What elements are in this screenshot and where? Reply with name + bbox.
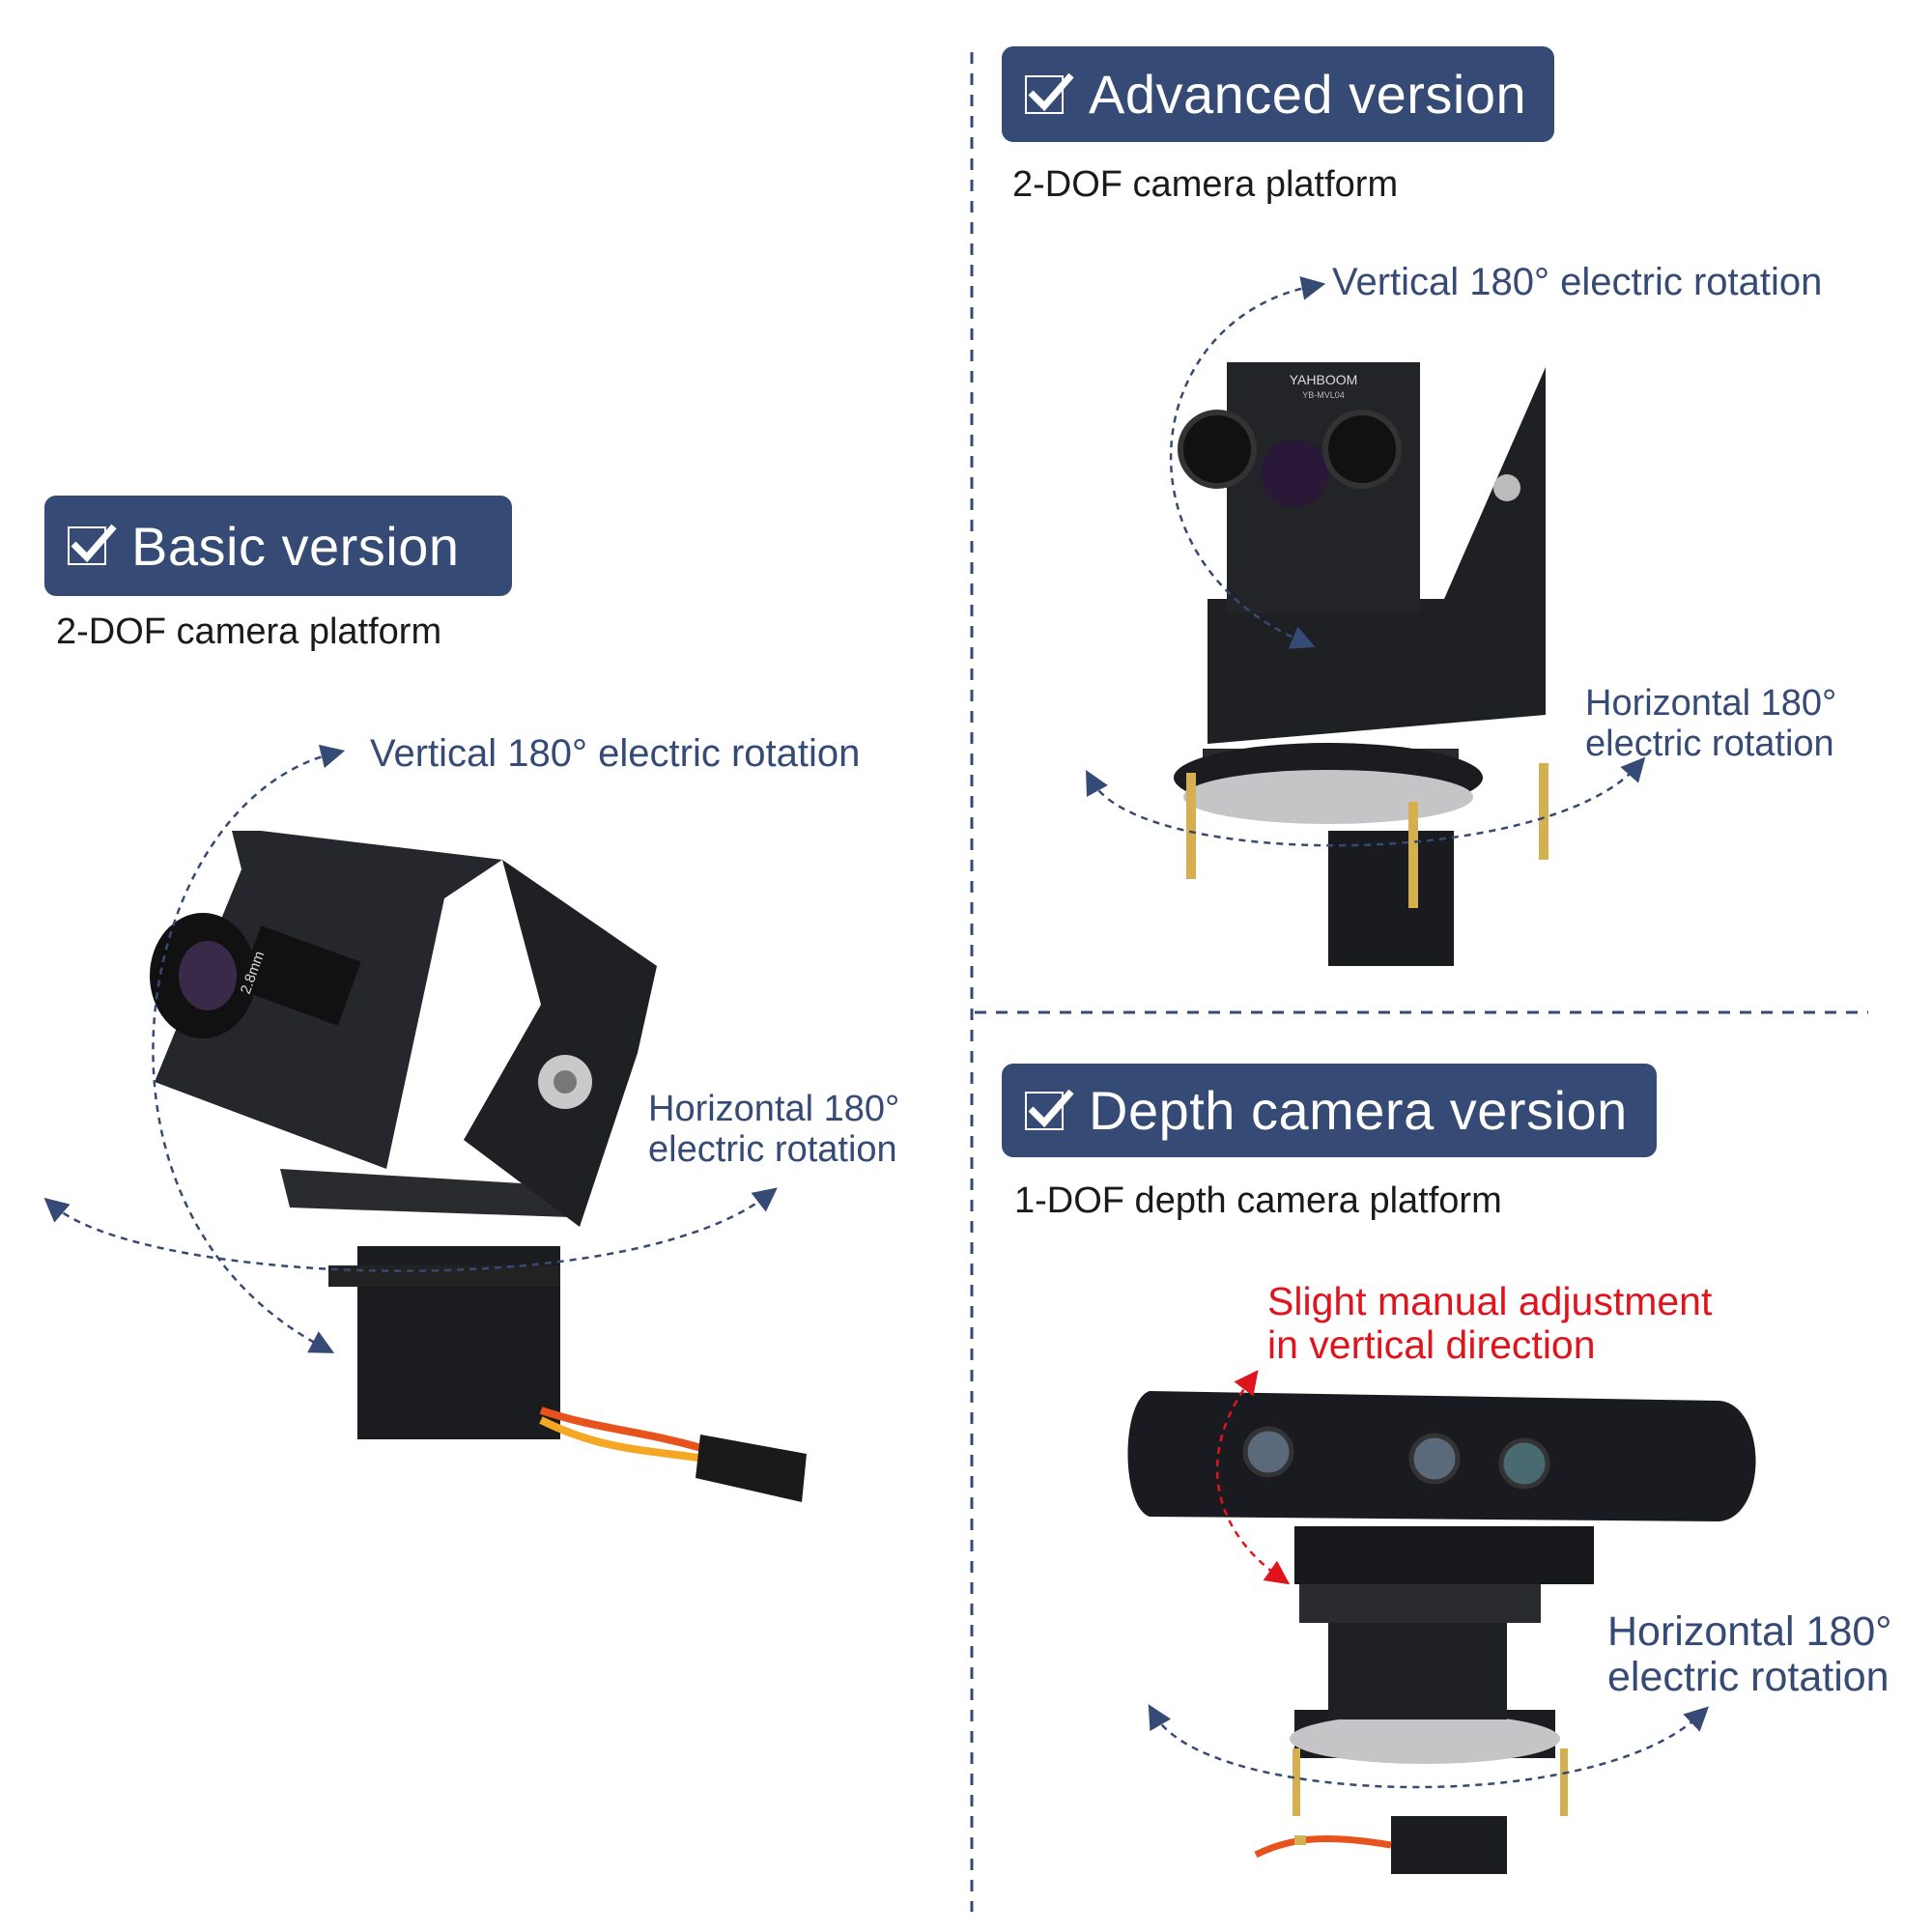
board-model: YB-MVL04 <box>1302 390 1345 400</box>
advanced-pan-tilt-image: YAHBOOM YB-MVL04 <box>1174 362 1548 966</box>
board-brand: YAHBOOM <box>1290 372 1358 387</box>
depth-manual-label: Slight manual adjustment in vertical dir… <box>1267 1279 1713 1368</box>
advanced-vertical-label: Vertical 180° electric rotation <box>1332 261 1823 303</box>
label-line: Horizontal 180° <box>1585 683 1837 724</box>
basic-version-badge: Basic version <box>44 496 512 596</box>
basic-horizontal-label: Horizontal 180° electric rotation <box>648 1089 900 1171</box>
label-line: electric rotation <box>1585 723 1834 764</box>
basic-pan-tilt-image: 2.8mm <box>150 831 807 1502</box>
depth-manual-arrow <box>1215 1370 1291 1585</box>
advanced-horizontal-label: Horizontal 180° electric rotation <box>1585 683 1837 765</box>
advanced-horizontal-arrow <box>1085 756 1646 847</box>
depth-horizontal-arrow <box>1148 1704 1710 1789</box>
badge-title: Basic version <box>131 515 460 577</box>
checkbox-icon <box>1025 1089 1074 1130</box>
depth-subtitle: 1-DOF depth camera platform <box>1014 1180 1502 1221</box>
label-line: electric rotation <box>648 1128 897 1170</box>
checkbox-icon <box>68 524 117 565</box>
advanced-version-badge: Advanced version <box>1002 46 1554 142</box>
depth-version-badge: Depth camera version <box>1002 1064 1657 1157</box>
basic-vertical-label: Vertical 180° electric rotation <box>370 732 861 775</box>
label-line: Horizontal 180° <box>1607 1608 1892 1655</box>
label-line: Horizontal 180° <box>648 1089 900 1129</box>
checkbox-icon <box>1025 72 1074 114</box>
basic-subtitle: 2-DOF camera platform <box>56 611 442 652</box>
label-line: electric rotation <box>1607 1654 1889 1701</box>
basic-vertical-arrow <box>152 744 346 1353</box>
badge-title: Advanced version <box>1089 64 1527 125</box>
advanced-vertical-arrow <box>1169 276 1326 649</box>
label-line: Slight manual adjustment <box>1267 1279 1713 1323</box>
depth-horizontal-label: Horizontal 180° electric rotation <box>1607 1608 1892 1701</box>
label-line: in vertical direction <box>1267 1322 1596 1368</box>
advanced-subtitle: 2-DOF camera platform <box>1012 164 1399 205</box>
basic-horizontal-arrow <box>43 1187 778 1272</box>
badge-title: Depth camera version <box>1089 1080 1628 1141</box>
